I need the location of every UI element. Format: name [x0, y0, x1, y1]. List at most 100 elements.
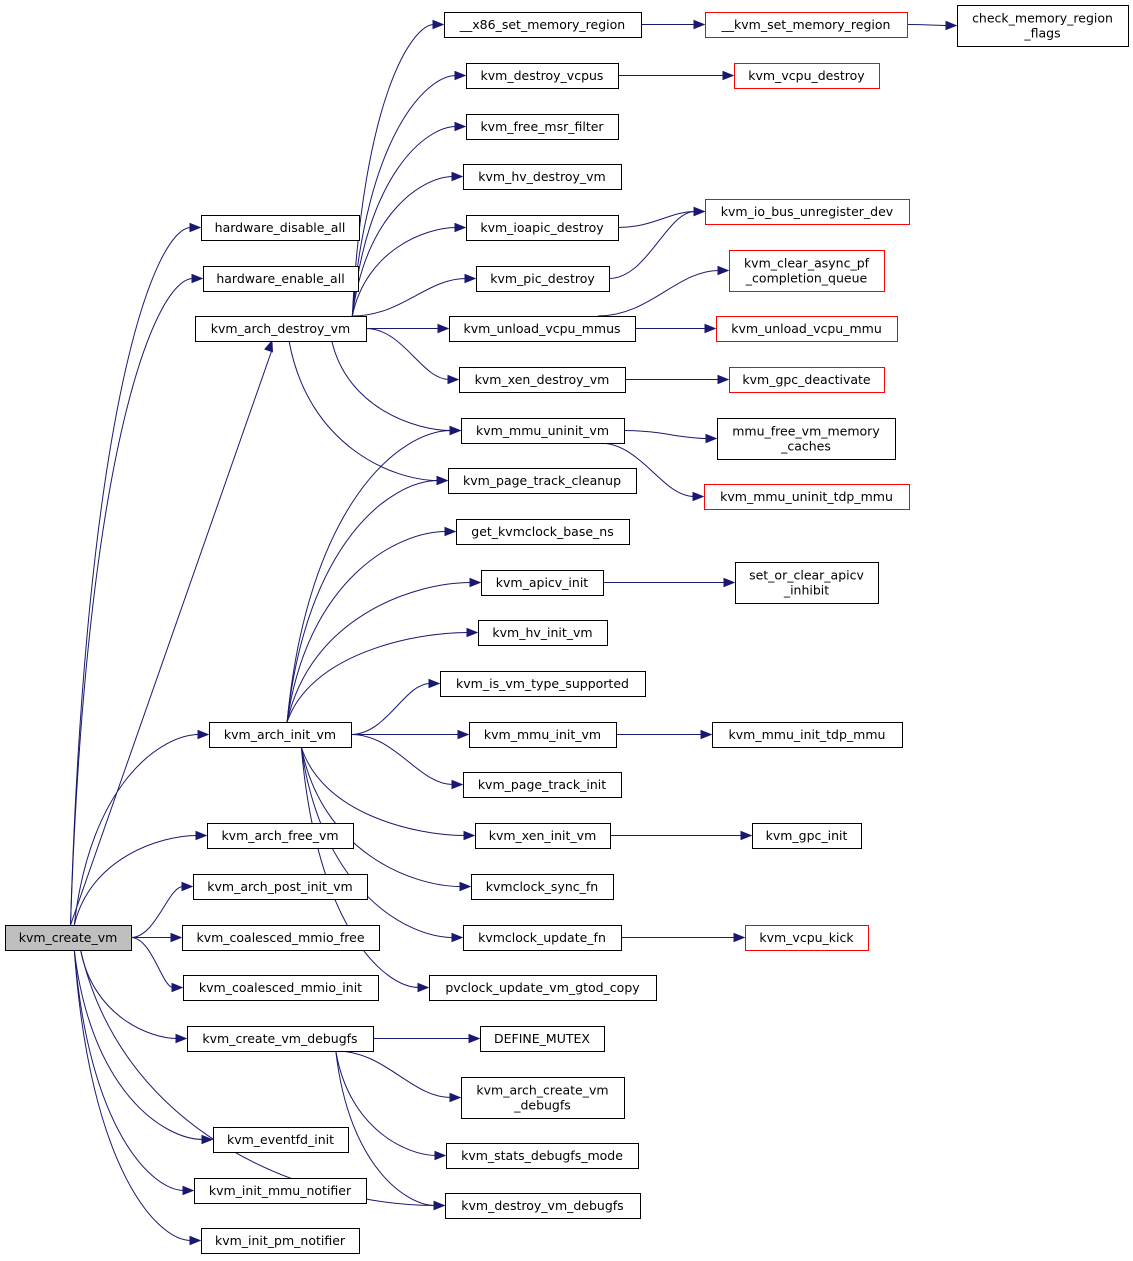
node-box[interactable]	[440, 671, 646, 697]
node-box[interactable]	[201, 1228, 360, 1254]
node-kvm-init-mmu-notifier[interactable]: kvm_init_mmu_notifier	[194, 1178, 367, 1204]
node-kvm-page-track-init[interactable]: kvm_page_track_init	[463, 772, 622, 798]
node-box[interactable]	[734, 63, 880, 89]
node-kvm-set-memory-region[interactable]: __kvm_set_memory_region	[705, 12, 908, 38]
node-box[interactable]	[752, 823, 862, 849]
node-kvm-mmu-uninit-tdp-mmu[interactable]: kvm_mmu_uninit_tdp_mmu	[704, 484, 910, 510]
node-get-kvmclock-base-ns[interactable]: get_kvmclock_base_ns	[456, 519, 630, 545]
node-kvm-mmu-uninit-vm[interactable]: kvm_mmu_uninit_vm	[461, 418, 625, 444]
node-box[interactable]	[194, 1178, 367, 1204]
node-kvm-arch-init-vm[interactable]: kvm_arch_init_vm	[209, 722, 352, 748]
node-kvm-vcpu-kick[interactable]: kvm_vcpu_kick	[745, 925, 869, 951]
node-kvm-xen-destroy-vm[interactable]: kvm_xen_destroy_vm	[459, 367, 626, 393]
node-kvm-vcpu-destroy[interactable]: kvm_vcpu_destroy	[734, 63, 880, 89]
node-box[interactable]	[463, 164, 622, 190]
node-box[interactable]	[717, 418, 896, 460]
node-box[interactable]	[193, 874, 368, 900]
node-box[interactable]	[712, 722, 903, 748]
node-box[interactable]	[705, 12, 908, 38]
node-box[interactable]	[183, 975, 379, 1001]
node-kvm-mmu-init-vm[interactable]: kvm_mmu_init_vm	[469, 722, 617, 748]
node-kvm-destroy-vm-debugfs[interactable]: kvm_destroy_vm_debugfs	[445, 1193, 641, 1219]
node-kvm-unload-vcpu-mmu[interactable]: kvm_unload_vcpu_mmu	[716, 316, 898, 342]
node-kvm-coalesced-mmio-free[interactable]: kvm_coalesced_mmio_free	[182, 925, 380, 951]
node-box[interactable]	[207, 823, 354, 849]
node-kvm-xen-init-vm[interactable]: kvm_xen_init_vm	[475, 823, 611, 849]
node-box[interactable]	[209, 722, 352, 748]
node-kvm-mmu-init-tdp-mmu[interactable]: kvm_mmu_init_tdp_mmu	[712, 722, 903, 748]
node-kvmclock-update-fn[interactable]: kvmclock_update_fn	[463, 925, 622, 951]
node-kvmclock-sync-fn[interactable]: kvmclock_sync_fn	[471, 874, 614, 900]
node-box[interactable]	[466, 215, 619, 241]
node-box[interactable]	[446, 1143, 639, 1169]
node-box[interactable]	[716, 316, 898, 342]
node-box[interactable]	[471, 874, 614, 900]
node-kvm-clear-async-pf-completion-queue[interactable]: kvm_clear_async_pf_completion_queue	[729, 250, 885, 292]
node-kvm-eventfd-init[interactable]: kvm_eventfd_init	[213, 1127, 349, 1153]
node-box[interactable]	[195, 316, 367, 342]
node-box[interactable]	[187, 1026, 374, 1052]
node-box[interactable]	[957, 5, 1129, 47]
node-box[interactable]	[475, 823, 611, 849]
node-box[interactable]	[729, 367, 885, 393]
node-kvm-free-msr-filter[interactable]: kvm_free_msr_filter	[466, 114, 619, 140]
node-box[interactable]	[449, 316, 636, 342]
node-box[interactable]	[735, 562, 879, 604]
node-box[interactable]	[466, 114, 619, 140]
node-kvm-create-vm[interactable]: kvm_create_vm	[5, 925, 132, 951]
node-kvm-init-pm-notifier[interactable]: kvm_init_pm_notifier	[201, 1228, 360, 1254]
node-kvm-hv-init-vm[interactable]: kvm_hv_init_vm	[478, 620, 608, 646]
node-kvm-gpc-deactivate[interactable]: kvm_gpc_deactivate	[729, 367, 885, 393]
node-box[interactable]	[459, 367, 626, 393]
node-kvm-arch-free-vm[interactable]: kvm_arch_free_vm	[207, 823, 354, 849]
node-box[interactable]	[5, 925, 132, 951]
node-box[interactable]	[466, 63, 619, 89]
node-kvm-is-vm-type-supported[interactable]: kvm_is_vm_type_supported	[440, 671, 646, 697]
node-check-memory-region-flags[interactable]: check_memory_region_flags	[957, 5, 1129, 47]
node-kvm-arch-create-vm-debugfs[interactable]: kvm_arch_create_vm_debugfs	[461, 1077, 625, 1119]
node-kvm-arch-post-init-vm[interactable]: kvm_arch_post_init_vm	[193, 874, 368, 900]
node-set-or-clear-apicv-inhibit[interactable]: set_or_clear_apicv_inhibit	[735, 562, 879, 604]
node-box[interactable]	[705, 199, 910, 225]
node-kvm-pic-destroy[interactable]: kvm_pic_destroy	[476, 266, 610, 292]
node-kvm-apicv-init[interactable]: kvm_apicv_init	[481, 570, 604, 596]
node-box[interactable]	[213, 1127, 349, 1153]
node-box[interactable]	[201, 215, 360, 241]
node-box[interactable]	[182, 925, 380, 951]
node-box[interactable]	[445, 1193, 641, 1219]
node-kvm-stats-debugfs-mode[interactable]: kvm_stats_debugfs_mode	[446, 1143, 639, 1169]
node-kvm-unload-vcpu-mmus[interactable]: kvm_unload_vcpu_mmus	[449, 316, 636, 342]
node-kvm-arch-destroy-vm[interactable]: kvm_arch_destroy_vm	[195, 316, 367, 342]
node-box[interactable]	[469, 722, 617, 748]
node-box[interactable]	[480, 1026, 605, 1052]
node-box[interactable]	[463, 925, 622, 951]
node-box[interactable]	[456, 519, 630, 545]
node-hardware-disable-all[interactable]: hardware_disable_all	[201, 215, 360, 241]
node-kvm-hv-destroy-vm[interactable]: kvm_hv_destroy_vm	[463, 164, 622, 190]
node-kvm-gpc-init[interactable]: kvm_gpc_init	[752, 823, 862, 849]
node-kvm-destroy-vcpus[interactable]: kvm_destroy_vcpus	[466, 63, 619, 89]
node-x86-set-memory-region[interactable]: __x86_set_memory_region	[444, 12, 642, 38]
node-pvclock-update-vm-gtod-copy[interactable]: pvclock_update_vm_gtod_copy	[429, 975, 657, 1001]
node-box[interactable]	[478, 620, 608, 646]
node-hardware-enable-all[interactable]: hardware_enable_all	[203, 266, 359, 292]
node-kvm-create-vm-debugfs[interactable]: kvm_create_vm_debugfs	[187, 1026, 374, 1052]
node-box[interactable]	[476, 266, 610, 292]
node-box[interactable]	[429, 975, 657, 1001]
node-kvm-coalesced-mmio-init[interactable]: kvm_coalesced_mmio_init	[183, 975, 379, 1001]
node-kvm-io-bus-unregister-dev[interactable]: kvm_io_bus_unregister_dev	[705, 199, 910, 225]
node-box[interactable]	[481, 570, 604, 596]
node-box[interactable]	[461, 418, 625, 444]
node-box[interactable]	[444, 12, 642, 38]
node-box[interactable]	[203, 266, 359, 292]
node-define-mutex[interactable]: DEFINE_MUTEX	[480, 1026, 605, 1052]
node-box[interactable]	[463, 772, 622, 798]
node-kvm-page-track-cleanup[interactable]: kvm_page_track_cleanup	[448, 468, 637, 494]
node-box[interactable]	[704, 484, 910, 510]
node-box[interactable]	[448, 468, 637, 494]
node-box[interactable]	[745, 925, 869, 951]
node-kvm-ioapic-destroy[interactable]: kvm_ioapic_destroy	[466, 215, 619, 241]
node-box[interactable]	[461, 1077, 625, 1119]
node-mmu-free-vm-memory-caches[interactable]: mmu_free_vm_memory_caches	[717, 418, 896, 460]
node-box[interactable]	[729, 250, 885, 292]
